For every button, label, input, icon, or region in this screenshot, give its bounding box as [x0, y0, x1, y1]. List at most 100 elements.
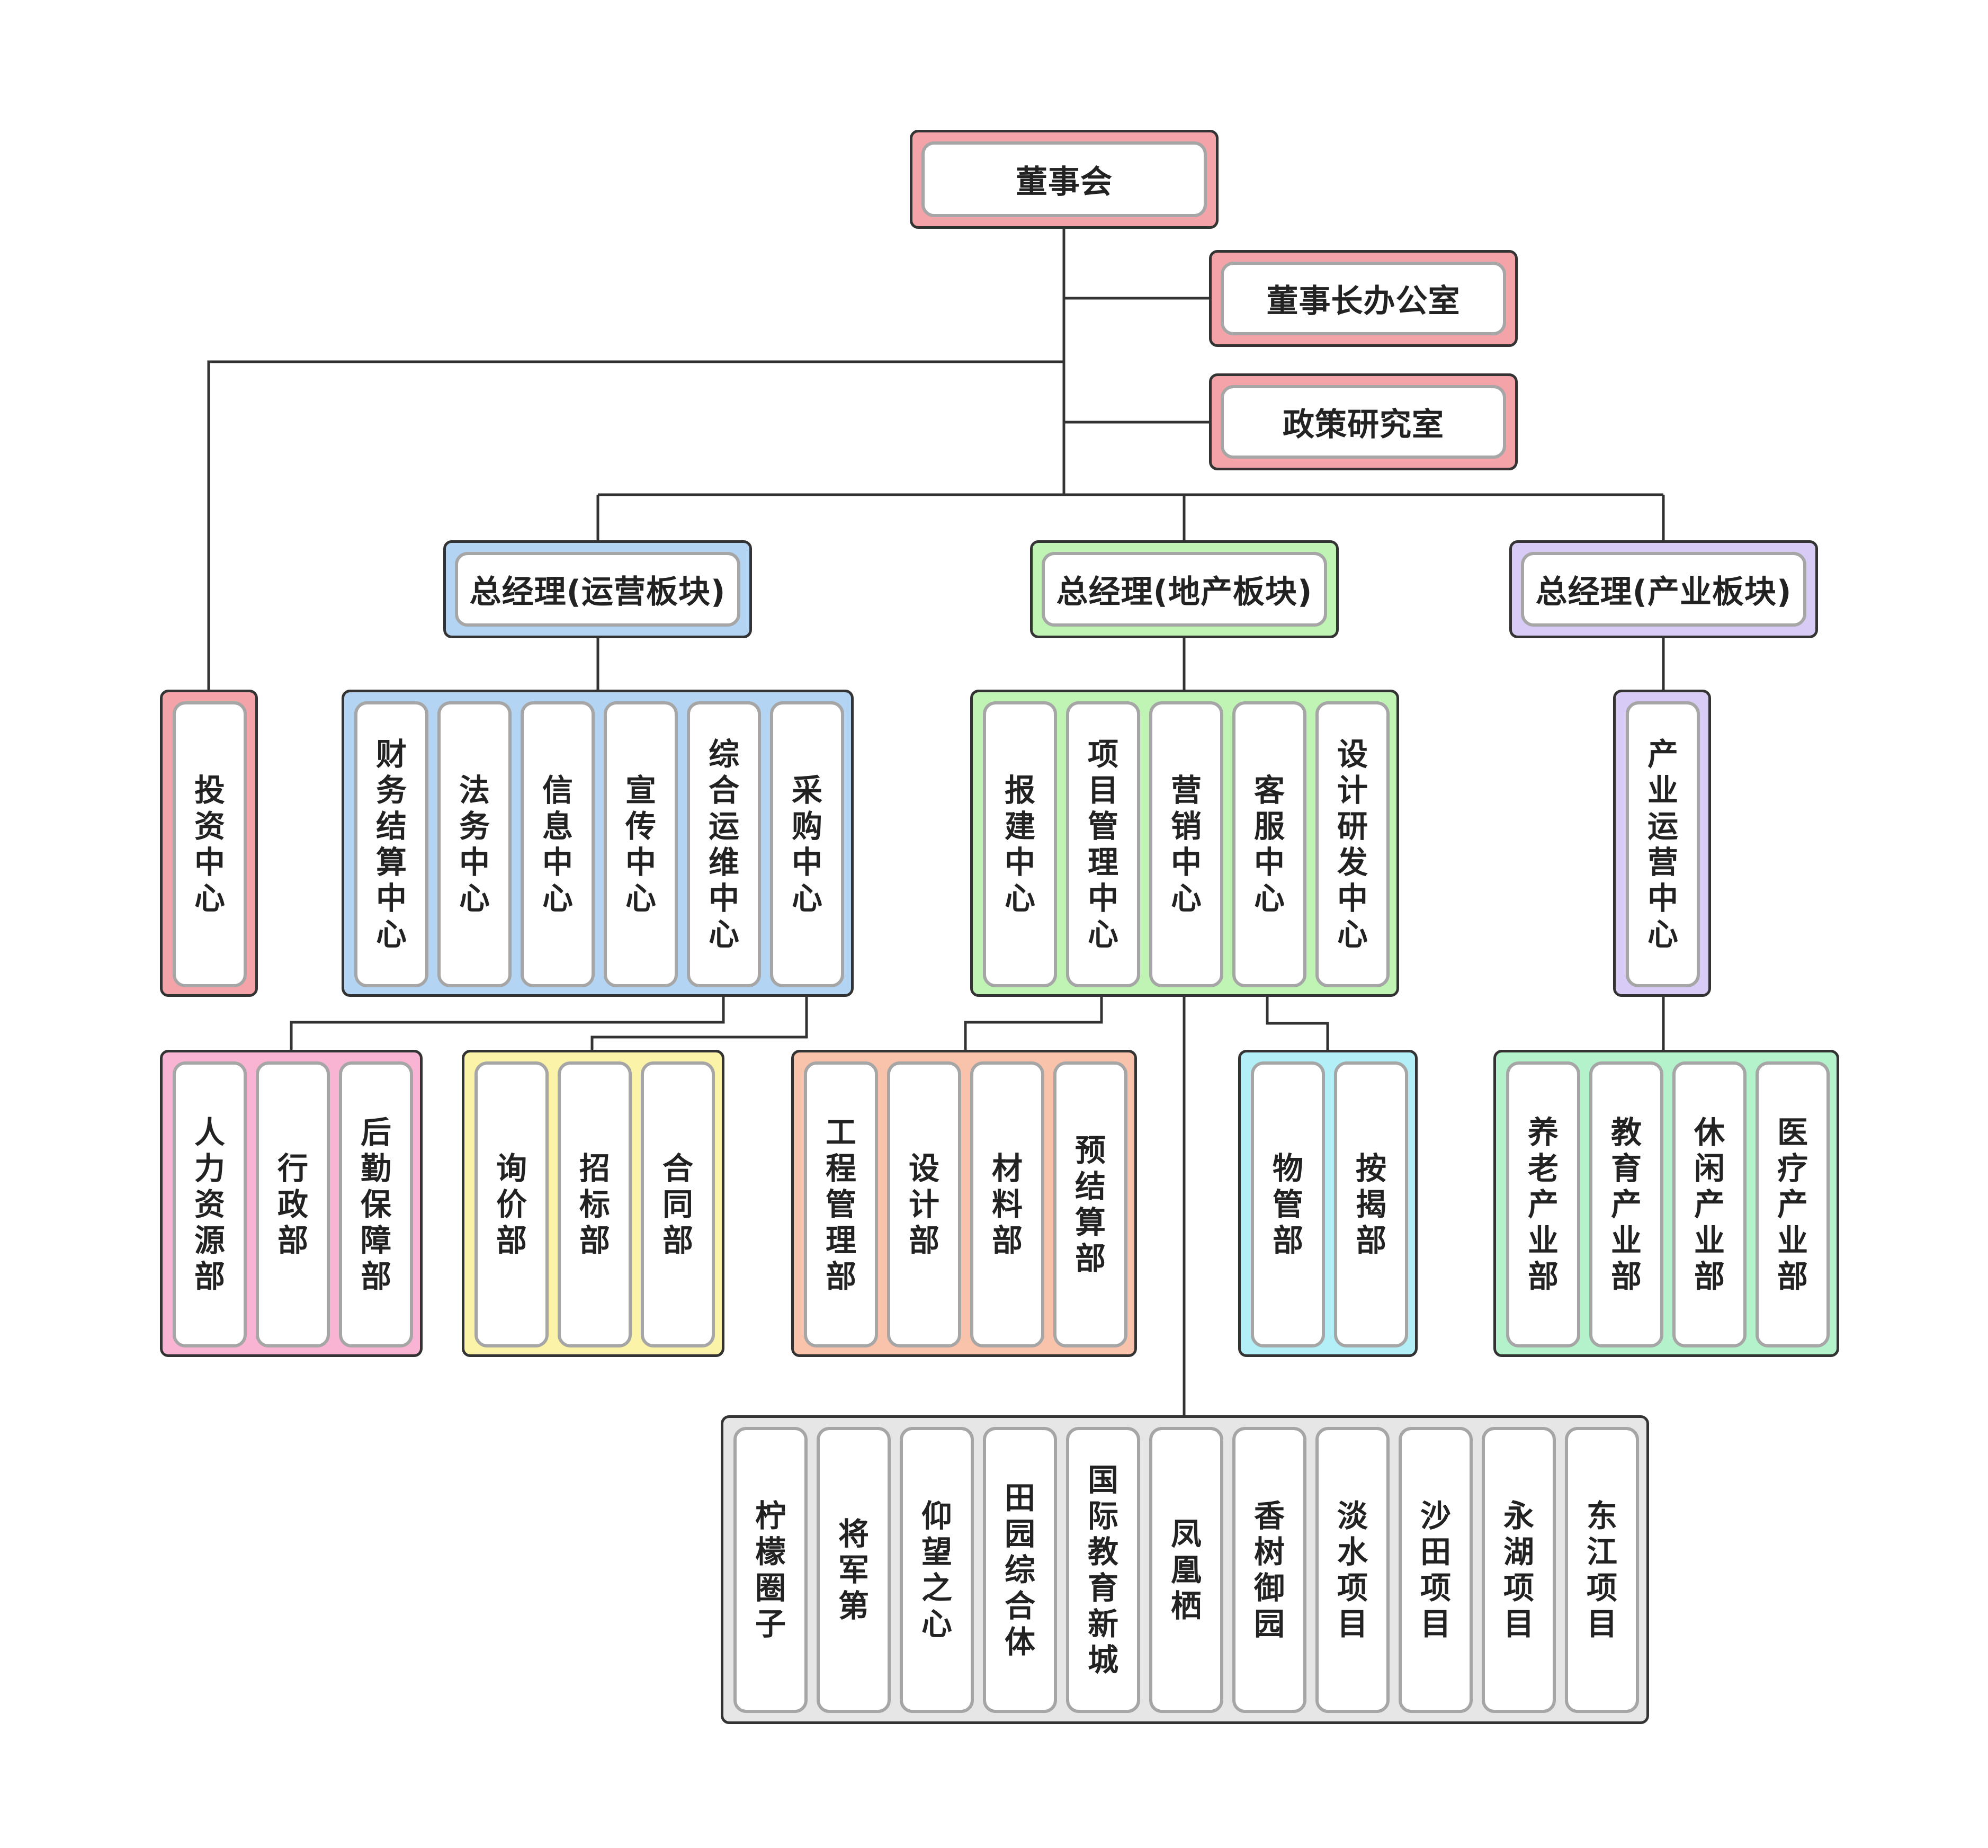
project-cell: 将军第: [817, 1427, 891, 1713]
service-link-line: [1266, 997, 1329, 1050]
project-department-cell: 预结算部: [1053, 1061, 1127, 1347]
procurement-department-cell: 合同部: [641, 1061, 715, 1347]
industry-departments-group: 养老产业部 教育产业部 休闲产业部 医疗产业部: [1493, 1050, 1839, 1357]
gm-real-estate-label: 总经理(地产板块): [1042, 552, 1327, 627]
procurement-link-line: [590, 997, 808, 1050]
real-estate-center-label: 营销中心: [1170, 772, 1202, 916]
admin-department-cell: 后勤保障部: [339, 1061, 413, 1347]
industry-center-label: 产业运营中心: [1647, 736, 1678, 952]
real-estate-center-cell: 报建中心: [983, 701, 1057, 987]
operations-center-label: 财务结算中心: [375, 736, 407, 952]
procurement-department-label: 询价部: [496, 1150, 527, 1258]
real-estate-center-label: 报建中心: [1004, 772, 1035, 916]
investment-center-cell: 投资中心: [173, 701, 247, 987]
procurement-department-cell: 招标部: [558, 1061, 632, 1347]
project-cell: 沙田项目: [1399, 1427, 1473, 1713]
operations-center-cell: 财务结算中心: [354, 701, 428, 987]
project-department-label: 预结算部: [1074, 1132, 1106, 1276]
project-label: 淡水项目: [1337, 1498, 1368, 1642]
operations-center-cell: 法务中心: [437, 701, 512, 987]
industry-department-cell: 教育产业部: [1589, 1061, 1663, 1347]
real-estate-centers-group: 报建中心 项目管理中心 营销中心 客服中心 设计研发中心: [970, 690, 1399, 997]
operations-center-label: 法务中心: [459, 772, 490, 916]
project-cell: 永湖项目: [1482, 1427, 1556, 1713]
project-label: 沙田项目: [1420, 1498, 1451, 1642]
industry-department-cell: 养老产业部: [1506, 1061, 1580, 1347]
project-departments-group: 工程管理部 设计部 材料部 预结算部: [791, 1050, 1137, 1357]
admin-department-label: 后勤保障部: [360, 1114, 391, 1295]
board-box: 董事会: [910, 130, 1219, 229]
chairman-office-box: 董事长办公室: [1209, 250, 1518, 347]
operations-center-cell: 采购中心: [770, 701, 844, 987]
procurement-departments-group: 询价部 招标部 合同部: [462, 1050, 724, 1357]
project-label: 柠檬圈子: [755, 1498, 786, 1642]
project-department-cell: 材料部: [970, 1061, 1044, 1347]
service-department-cell: 物管部: [1251, 1061, 1325, 1347]
real-estate-center-cell: 营销中心: [1149, 701, 1223, 987]
gm-operations-label: 总经理(运营板块): [455, 552, 740, 627]
real-estate-center-cell: 客服中心: [1232, 701, 1306, 987]
admin-department-label: 行政部: [277, 1150, 308, 1258]
gm-real-estate-box: 总经理(地产板块): [1030, 540, 1339, 638]
operations-center-cell: 宣传中心: [604, 701, 678, 987]
service-department-label: 物管部: [1272, 1150, 1303, 1258]
project-department-label: 设计部: [908, 1150, 939, 1258]
service-departments-group: 物管部 按揭部: [1238, 1050, 1418, 1357]
project-department-cell: 工程管理部: [804, 1061, 878, 1347]
service-department-label: 按揭部: [1355, 1150, 1386, 1258]
project-cell: 淡水项目: [1315, 1427, 1390, 1713]
project-label: 东江项目: [1586, 1498, 1617, 1642]
real-estate-center-cell: 项目管理中心: [1066, 701, 1140, 987]
operations-center-label: 宣传中心: [625, 772, 656, 916]
project-label: 永湖项目: [1503, 1498, 1534, 1642]
project-department-label: 工程管理部: [825, 1114, 856, 1295]
industry-department-label: 养老产业部: [1527, 1114, 1559, 1295]
investment-branch-line: [207, 360, 1064, 690]
project-label: 仰望之心: [921, 1498, 952, 1642]
gm-industry-box: 总经理(产业板块): [1509, 540, 1818, 638]
project-label: 凤凰栖: [1170, 1516, 1202, 1624]
gm-industry-label: 总经理(产业板块): [1521, 552, 1806, 627]
project-label: 将军第: [838, 1516, 869, 1624]
admin-department-cell: 行政部: [256, 1061, 330, 1347]
projects-group: 柠檬圈子 将军第 仰望之心 田园综合体 国际教育新城 凤凰栖 香树御园 淡水项目…: [721, 1415, 1649, 1724]
project-link-line: [964, 997, 1103, 1050]
project-cell: 凤凰栖: [1149, 1427, 1223, 1713]
project-department-label: 材料部: [991, 1150, 1023, 1258]
operations-center-label: 信息中心: [542, 772, 573, 916]
operations-center-cell: 综合运维中心: [687, 701, 761, 987]
project-cell: 柠檬圈子: [733, 1427, 808, 1713]
industry-center-cell: 产业运营中心: [1626, 701, 1700, 987]
industry-department-cell: 休闲产业部: [1672, 1061, 1747, 1347]
operations-center-label: 综合运维中心: [708, 736, 739, 952]
procurement-department-label: 合同部: [662, 1150, 693, 1258]
procurement-department-cell: 询价部: [474, 1061, 549, 1347]
industry-department-label: 医疗产业部: [1777, 1114, 1808, 1295]
investment-center-box: 投资中心: [160, 690, 258, 997]
real-estate-center-label: 客服中心: [1253, 772, 1285, 916]
real-estate-center-label: 项目管理中心: [1087, 736, 1118, 952]
admin-link-line: [290, 997, 725, 1050]
policy-office-label: 政策研究室: [1221, 385, 1506, 459]
procurement-department-label: 招标部: [579, 1150, 610, 1258]
service-department-cell: 按揭部: [1334, 1061, 1408, 1347]
project-cell: 东江项目: [1565, 1427, 1639, 1713]
admin-departments-group: 人力资源部 行政部 后勤保障部: [160, 1050, 423, 1357]
operations-center-label: 采购中心: [791, 772, 822, 916]
industry-center-box: 产业运营中心: [1613, 690, 1711, 997]
project-department-cell: 设计部: [887, 1061, 961, 1347]
admin-department-cell: 人力资源部: [173, 1061, 247, 1347]
real-estate-center-label: 设计研发中心: [1337, 736, 1368, 952]
real-estate-center-cell: 设计研发中心: [1315, 701, 1390, 987]
project-label: 国际教育新城: [1087, 1462, 1118, 1678]
gm-operations-box: 总经理(运营板块): [443, 540, 752, 638]
operations-centers-group: 财务结算中心 法务中心 信息中心 宣传中心 综合运维中心 采购中心: [342, 690, 854, 997]
project-cell: 国际教育新城: [1066, 1427, 1140, 1713]
project-cell: 仰望之心: [900, 1427, 974, 1713]
project-label: 香树御园: [1253, 1498, 1285, 1642]
investment-center-label: 投资中心: [194, 772, 225, 916]
project-label: 田园综合体: [1004, 1480, 1035, 1660]
operations-center-cell: 信息中心: [521, 701, 595, 987]
